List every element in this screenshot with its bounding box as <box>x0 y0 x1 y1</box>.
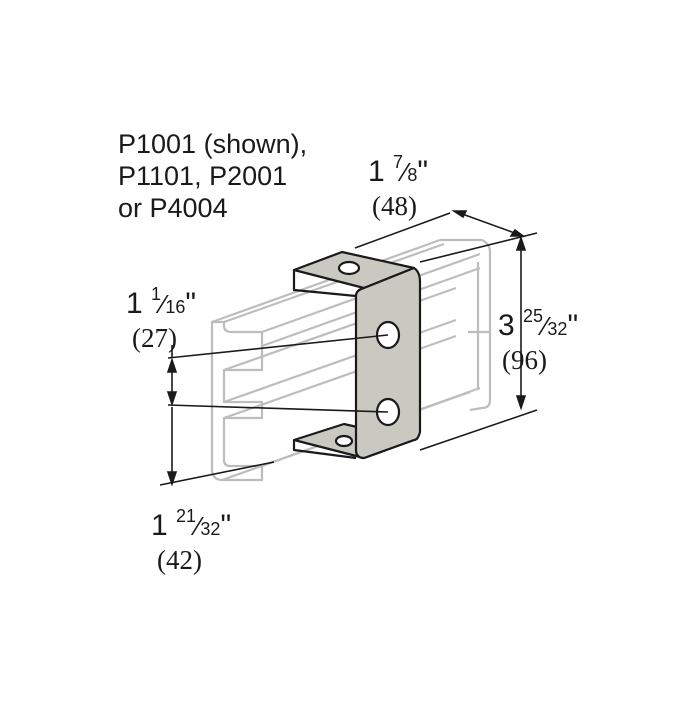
height-imperial: 3 25⁄32" <box>498 306 579 342</box>
dimension-lines <box>159 210 538 487</box>
bracket-web <box>354 266 422 460</box>
channel-height-dimension-label: 1 21⁄32" (42) <box>151 500 231 575</box>
height-dimension-label: 3 25⁄32" (96) <box>498 300 578 375</box>
part-number-list: P1001 (shown), P1101, P2001 or P4004 <box>118 128 307 224</box>
width-metric: (48) <box>372 191 417 221</box>
channel-gap-dimension-label: 1 1⁄16" (27) <box>126 278 196 353</box>
channel-front-profile <box>210 320 264 482</box>
part-number-line: P1001 (shown), <box>118 129 308 159</box>
part-number-line: or P4004 <box>118 193 228 223</box>
channel-height-metric: (42) <box>157 545 202 575</box>
channel-height-imperial: 1 21⁄32" <box>151 506 232 542</box>
bracket-top-hole <box>337 260 361 276</box>
channel-gap-metric: (27) <box>132 323 177 353</box>
width-dimension-line <box>453 210 524 237</box>
channel-gap-imperial: 1 1⁄16" <box>126 284 197 320</box>
part-number-line: P1101, P2001 <box>118 161 288 191</box>
width-imperial: 1 7⁄8" <box>368 152 429 188</box>
height-metric: (96) <box>502 345 547 375</box>
width-dimension-label: 1 7⁄8" (48) <box>368 146 428 221</box>
u-bracket <box>292 250 422 460</box>
bracket-bottom-hole <box>334 434 354 448</box>
